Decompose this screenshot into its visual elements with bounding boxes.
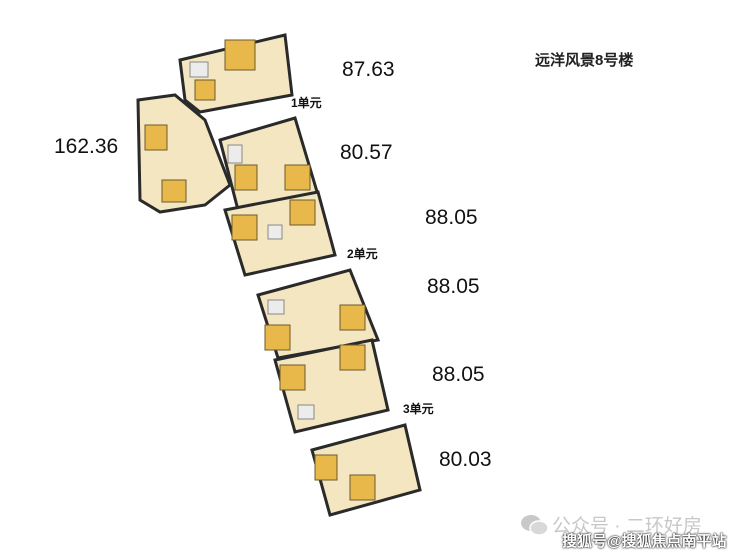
bedroom (231, 214, 258, 241)
bedroom (144, 124, 168, 151)
building-title: 远洋风景8号楼 (535, 52, 634, 69)
bedroom (284, 164, 311, 191)
unit-label: 2单元 (347, 247, 378, 261)
bedroom (279, 364, 306, 391)
bedroom (234, 164, 258, 191)
bathroom (267, 299, 285, 315)
bathroom (189, 61, 209, 78)
bedroom (314, 454, 338, 481)
area-label: 88.05 (427, 275, 480, 298)
apartment-162-36 (136, 93, 232, 214)
wechat-icon (521, 515, 549, 536)
watermark-account: 公众号 · 二环好房 (552, 516, 702, 537)
bedroom (289, 199, 316, 226)
bedroom (349, 474, 376, 501)
area-label: 80.03 (439, 448, 492, 471)
unit-label: 3单元 (403, 402, 434, 416)
bedroom (339, 304, 366, 331)
area-label: 88.05 (432, 363, 485, 386)
apartment-80-03 (310, 423, 422, 517)
area-label: 80.57 (340, 141, 393, 164)
bedroom (161, 179, 187, 203)
bedroom (339, 344, 366, 371)
bathroom (227, 144, 243, 164)
watermark-source: 搜狐号@搜狐焦点南平站 (562, 533, 727, 550)
area-label: 87.63 (342, 58, 395, 81)
bathroom (297, 404, 315, 420)
bedroom (194, 79, 216, 101)
unit-label: 1单元 (291, 96, 322, 110)
area-label: 88.05 (425, 206, 478, 229)
bedroom (224, 39, 256, 71)
bedroom (264, 324, 291, 351)
area-label: 162.36 (54, 135, 119, 158)
bathroom (267, 224, 283, 240)
